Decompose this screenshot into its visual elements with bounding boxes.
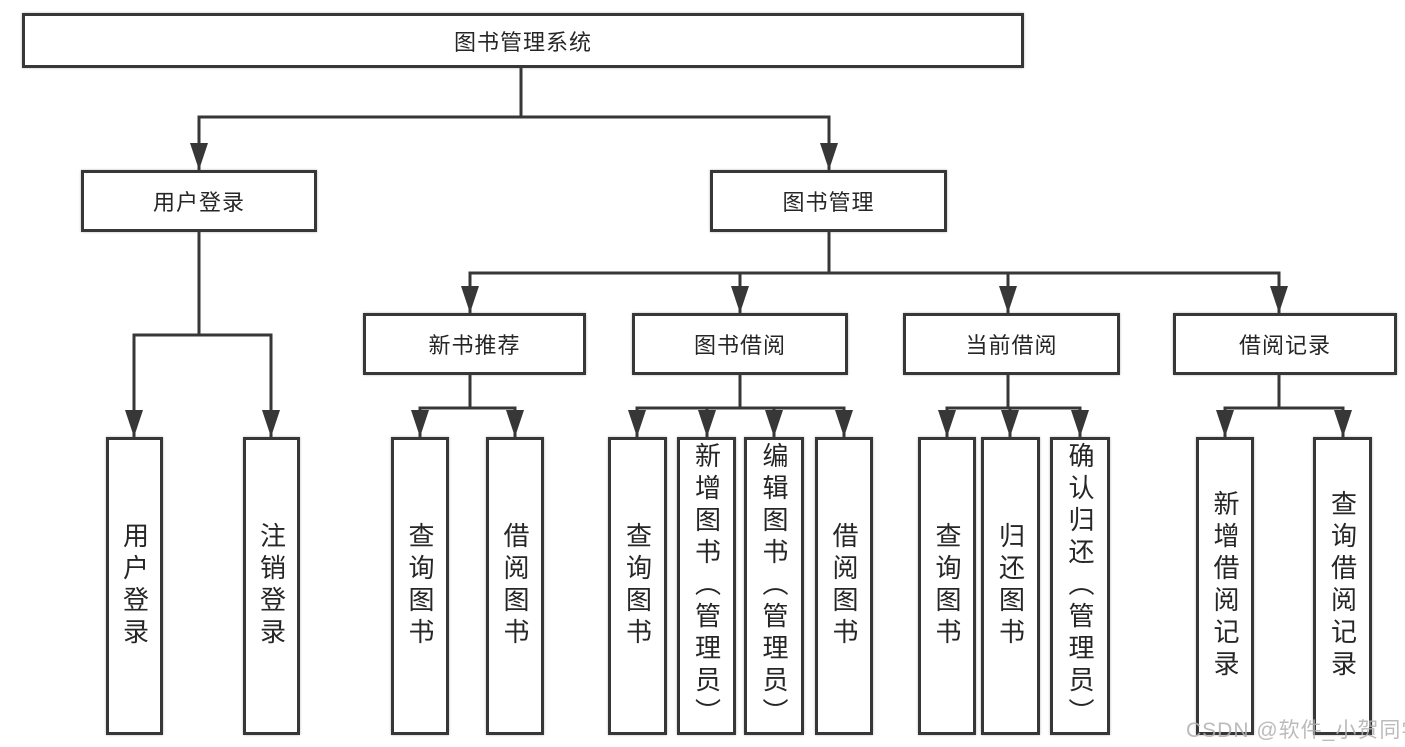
node-current-borrowing: 当前借阅 (903, 313, 1120, 375)
leaf-query-books-borrowing: 查询图书 (608, 437, 667, 735)
node-borrowing-records: 借阅记录 (1173, 313, 1397, 375)
leaf-add-books-admin-label: 新增图书（管理员） (691, 442, 722, 730)
node-user-login: 用户登录 (81, 170, 317, 232)
leaf-query-borrow-record-label: 查询借阅记录 (1327, 490, 1358, 682)
leaf-edit-books-admin: 编辑图书（管理员） (744, 437, 804, 735)
leaf-borrow-books: 借阅图书 (815, 437, 873, 735)
leaf-user-login-label: 用户登录 (119, 522, 150, 650)
leaf-query-borrow-record: 查询借阅记录 (1313, 437, 1372, 735)
leaf-add-borrow-record: 新增借阅记录 (1196, 437, 1254, 735)
leaf-edit-books-admin-label: 编辑图书（管理员） (759, 442, 789, 730)
leaf-user-login: 用户登录 (106, 437, 163, 735)
node-borrowing-records-label: 借阅记录 (1238, 333, 1331, 358)
leaf-add-books-admin: 新增图书（管理员） (677, 437, 736, 735)
leaf-borrow-books-recommend: 借阅图书 (486, 437, 544, 735)
node-user-login-label: 用户登录 (152, 190, 245, 215)
node-new-book-recommend-label: 新书推荐 (428, 333, 521, 358)
node-new-book-recommend: 新书推荐 (363, 313, 586, 375)
node-book-management: 图书管理 (710, 170, 947, 232)
node-root-system-label: 图书管理系统 (453, 29, 592, 55)
leaf-query-books-current: 查询图书 (918, 437, 976, 735)
leaf-query-books-recommend: 查询图书 (391, 437, 449, 735)
leaf-return-books-label: 归还图书 (995, 522, 1026, 650)
connector-login-rail (132, 333, 273, 437)
csdn-watermark: CSDN @软件_小贺同学 (1186, 719, 1405, 742)
leaf-logout-label: 注销登录 (256, 522, 287, 650)
leaf-return-books: 归还图书 (981, 437, 1040, 735)
leaf-query-books-borrowing-label: 查询图书 (622, 522, 653, 650)
node-book-borrowing: 图书借阅 (632, 313, 848, 375)
node-current-borrowing-label: 当前借阅 (965, 333, 1058, 358)
node-book-management-label: 图书管理 (782, 190, 875, 215)
connector-root-rail (197, 115, 831, 170)
leaf-borrow-books-recommend-label: 借阅图书 (500, 522, 530, 650)
leaf-add-borrow-record-label: 新增借阅记录 (1210, 490, 1240, 682)
leaf-confirm-return-admin: 确认归还（管理员） (1050, 437, 1110, 735)
leaf-query-books-recommend-label: 查询图书 (405, 522, 435, 650)
node-root-system: 图书管理系统 (22, 13, 1024, 68)
leaf-borrow-books-label: 借阅图书 (829, 522, 859, 650)
leaf-confirm-return-admin-label: 确认归还（管理员） (1065, 442, 1095, 730)
leaf-query-books-current-label: 查询图书 (932, 522, 962, 650)
connector-mgmt-rail (468, 271, 1281, 313)
leaf-logout: 注销登录 (243, 437, 300, 735)
node-book-borrowing-label: 图书借阅 (693, 333, 786, 358)
arrowheads (125, 143, 1352, 437)
